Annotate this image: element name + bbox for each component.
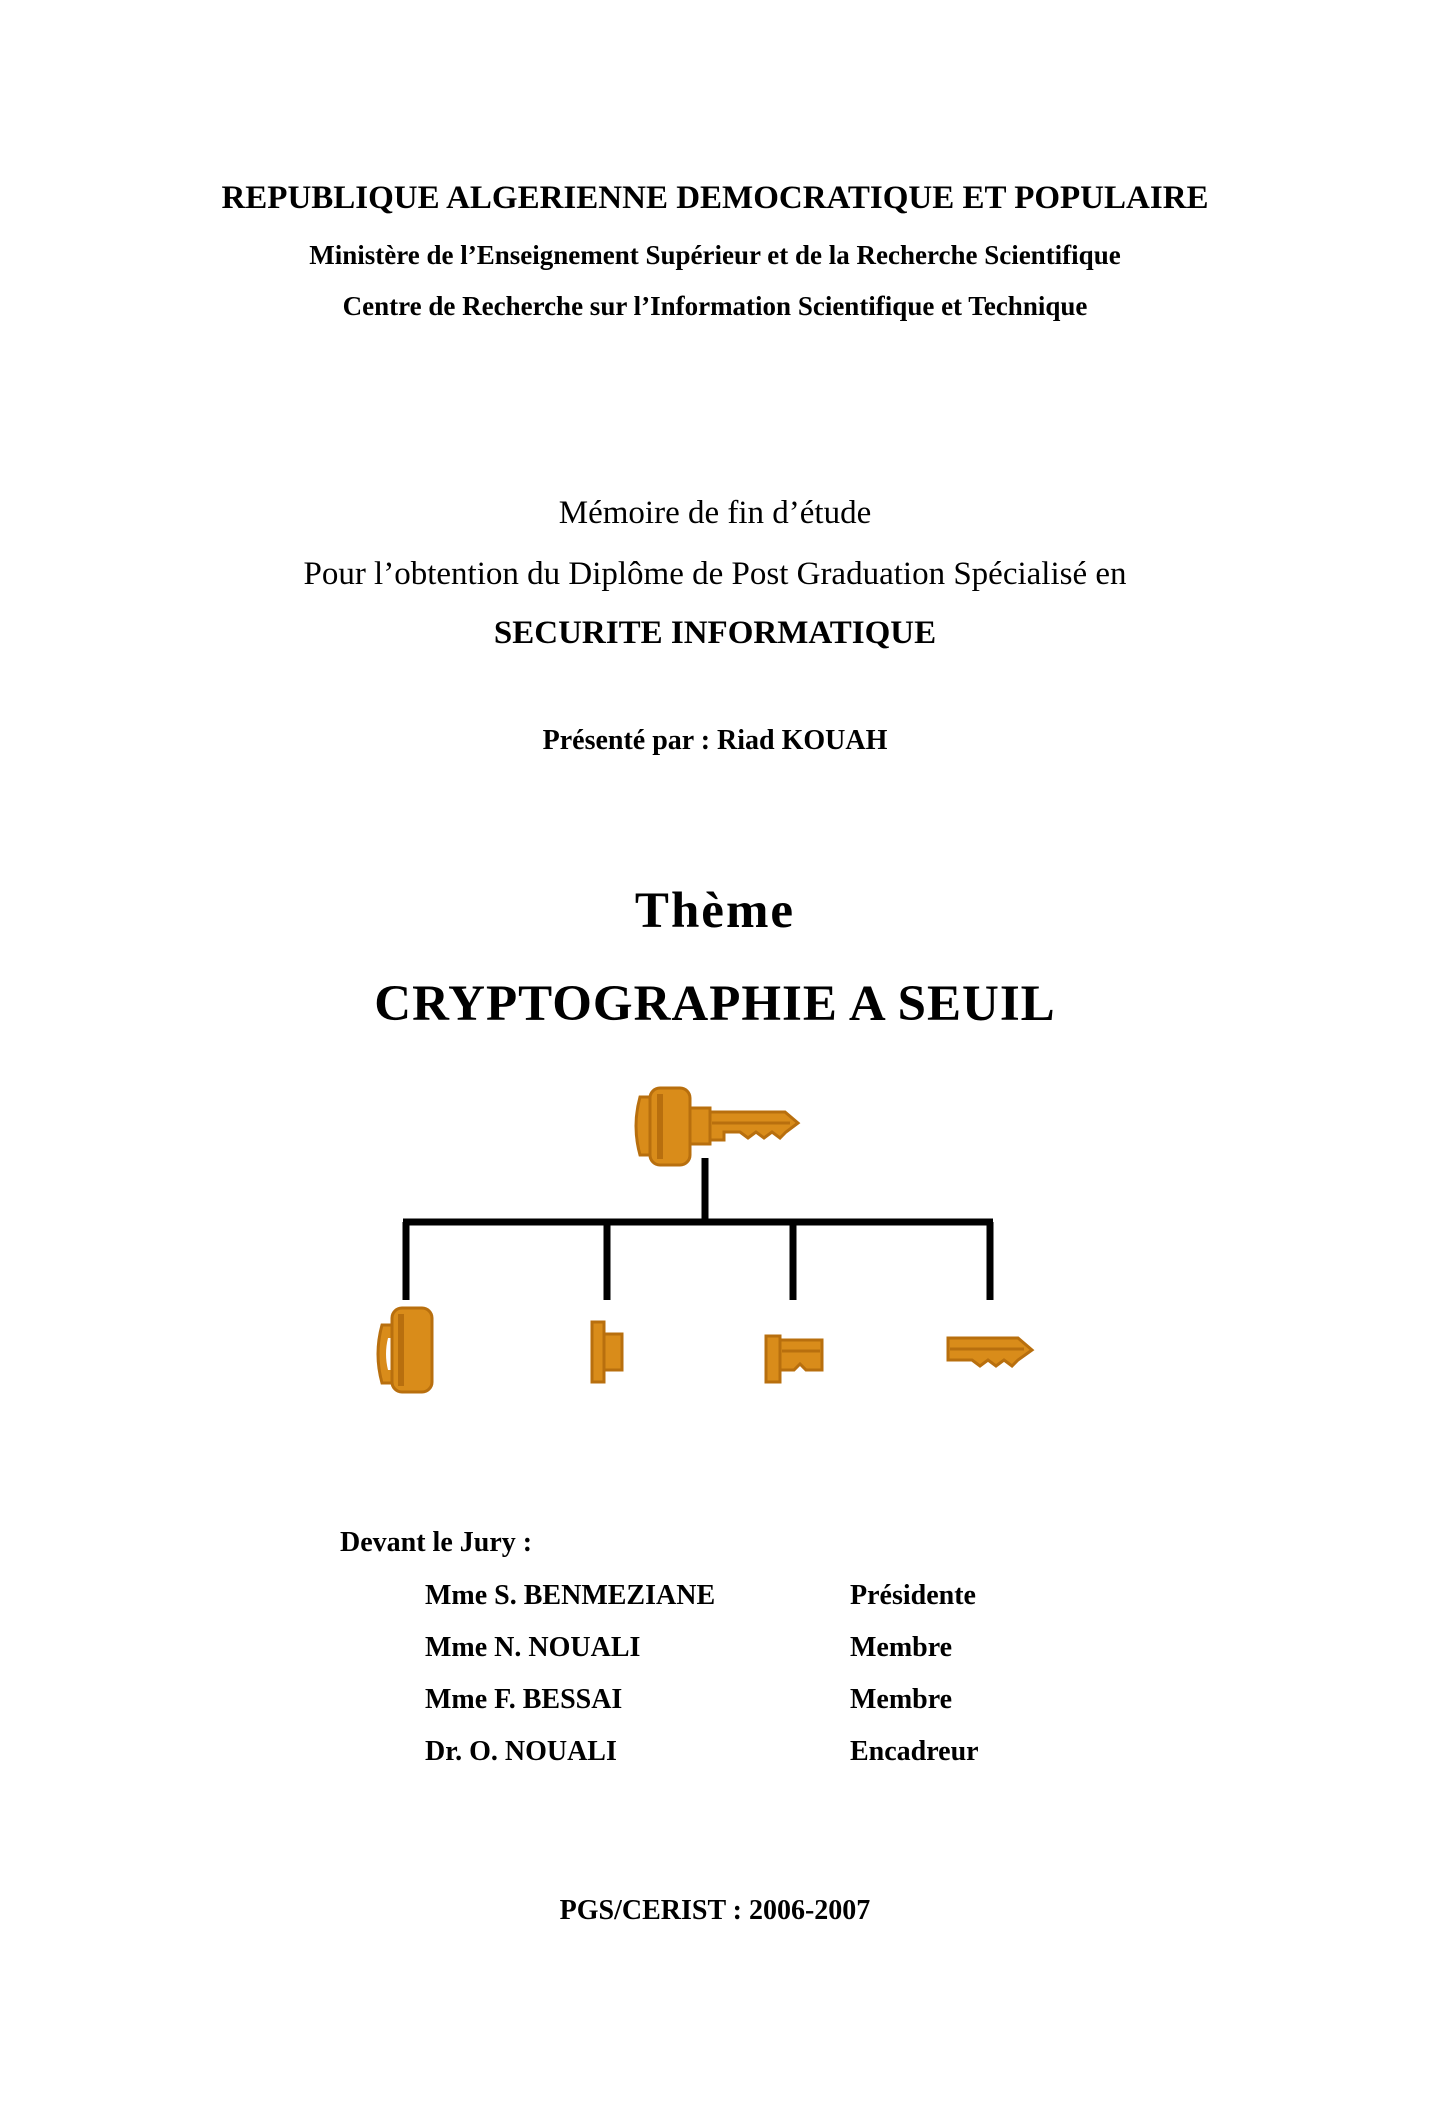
key-split-icon [376, 1086, 1035, 1394]
ministry-heading: Ministère de l’Enseignement Supérieur et… [309, 240, 1121, 270]
key-fragment-bow-icon [376, 1306, 434, 1394]
theme-label: Thème [634, 883, 796, 939]
republic-heading: REPUBLIQUE ALGERIENNE DEMOCRATIQUE ET PO… [221, 180, 1209, 216]
full-key-icon [634, 1086, 801, 1167]
thesis-title: CRYPTOGRAPHIE A SEUIL [374, 976, 1056, 1032]
jury-member-role: Présidente [850, 1580, 976, 1611]
jury-member-name: Mme N. NOUALI [425, 1632, 641, 1663]
footer-line: PGS/CERIST : 2006-2007 [559, 1895, 871, 1926]
jury-member-role: Membre [850, 1632, 953, 1663]
split-lines [402, 1158, 994, 1300]
jury-member-role: Membre [850, 1684, 953, 1715]
key-fragment-shoulder-icon [590, 1320, 624, 1384]
jury-member-role: Encadreur [850, 1736, 979, 1767]
memoire-line: Mémoire de fin d’étude [558, 495, 872, 531]
key-fragment-blade-icon [764, 1334, 824, 1384]
key-fragment-tip-icon [946, 1336, 1035, 1368]
jury-member-name: Dr. O. NOUALI [425, 1736, 617, 1767]
jury-member-name: Mme S. BENMEZIANE [425, 1580, 716, 1611]
jury-member-name: Mme F. BESSAI [425, 1684, 623, 1715]
presenter-line: Présenté par : Riad KOUAH [542, 725, 888, 756]
field-name: SECURITE INFORMATIQUE [493, 615, 937, 651]
centre-heading: Centre de Recherche sur l’Information Sc… [342, 291, 1088, 321]
diploma-line: Pour l’obtention du Diplôme de Post Grad… [303, 556, 1127, 592]
jury-heading: Devant le Jury : [340, 1527, 533, 1558]
